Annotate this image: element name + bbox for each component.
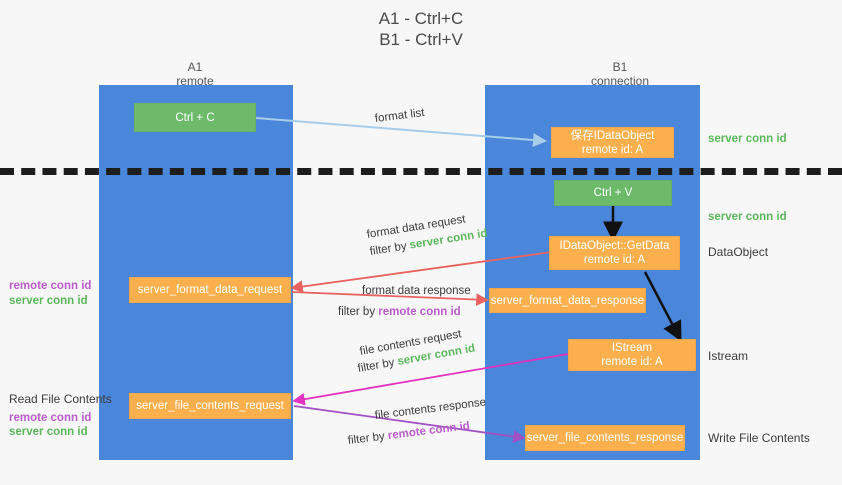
node-save-idataobject[interactable]: 保存IDataObject remote id: A [551,127,674,158]
node-ctrl-c[interactable]: Ctrl + C [134,103,256,132]
label-read-file-contents: Read File Contents [9,392,112,406]
title-line-2: B1 - Ctrl+V [379,30,463,49]
node-server-file-contents-response[interactable]: server_file_contents_response [525,425,685,451]
node-save-idataobject-line1: 保存IDataObject [570,129,655,142]
phase-divider [0,168,842,175]
edge-label-file-contents-response: file contents response [374,396,487,422]
node-istream-line1: IStream [611,342,653,354]
node-server-format-data-response-label: server_format_data_response [490,294,645,307]
column-header-a1-name: A1 [187,60,203,74]
edge-label-file-contents-response-filter: filter by remote conn id [347,419,471,449]
title-line-1: A1 - Ctrl+C [378,9,464,28]
label-write-file-contents: Write File Contents [708,431,810,445]
label-server-conn-id-right-1: server conn id [708,133,787,145]
edge-label-format-data-request-filter-prefix: filter by [368,239,411,258]
edge-label-file-contents-response-filter-value: remote conn id [387,420,471,443]
node-server-file-contents-request[interactable]: server_file_contents_request [129,393,291,419]
node-ctrl-v-label: Ctrl + V [593,187,633,199]
label-server-conn-id-right-2: server conn id [708,211,787,223]
edge-label-format-data-response-filter-prefix: filter by [338,306,379,318]
node-istream[interactable]: IStream remote id: A [568,339,696,371]
column-header-a1: A1 remote [95,60,295,88]
column-header-a1-sub: remote [176,74,214,88]
diagram-title: A1 - Ctrl+C B1 - Ctrl+V [0,8,842,50]
node-ctrl-v[interactable]: Ctrl + V [554,180,672,206]
label-server-conn-id-left-1: server conn id [9,295,88,307]
edge-label-format-data-response-filter: filter by remote conn id [338,305,461,320]
node-getdata-line2: remote id: A [583,254,646,266]
label-istream: Istream [708,349,749,363]
edge-label-format-list: format list [374,106,426,125]
column-header-b1-name: B1 [612,60,628,74]
node-server-file-contents-request-label: server_file_contents_request [136,400,284,412]
label-dataobject: DataObject [708,245,769,259]
node-server-format-data-request[interactable]: server_format_data_request [129,277,291,303]
label-remote-conn-id-left-1: remote conn id [9,280,92,292]
node-save-idataobject-line2: remote id: A [581,143,644,156]
edge-label-file-contents-response-filter-prefix: filter by [347,430,389,447]
node-istream-line2: remote id: A [601,356,663,368]
node-server-format-data-request-label: server_format_data_request [137,284,283,296]
column-header-b1-sub: connection [590,74,650,88]
label-server-conn-id-left-2: server conn id [9,426,88,438]
node-server-format-data-response[interactable]: server_format_data_response [489,288,646,313]
node-server-file-contents-response-label: server_file_contents_response [526,432,684,444]
node-getdata[interactable]: IDataObject::GetData remote id: A [549,236,680,270]
edge-label-format-data-response: format data response [362,285,471,297]
node-getdata-line1: IDataObject::GetData [559,240,670,252]
label-remote-conn-id-left-2: remote conn id [9,412,92,424]
edge-label-format-data-response-filter-value: remote conn id [378,306,461,318]
node-ctrl-c-label: Ctrl + C [175,111,215,124]
column-header-b1: B1 connection [520,60,720,88]
